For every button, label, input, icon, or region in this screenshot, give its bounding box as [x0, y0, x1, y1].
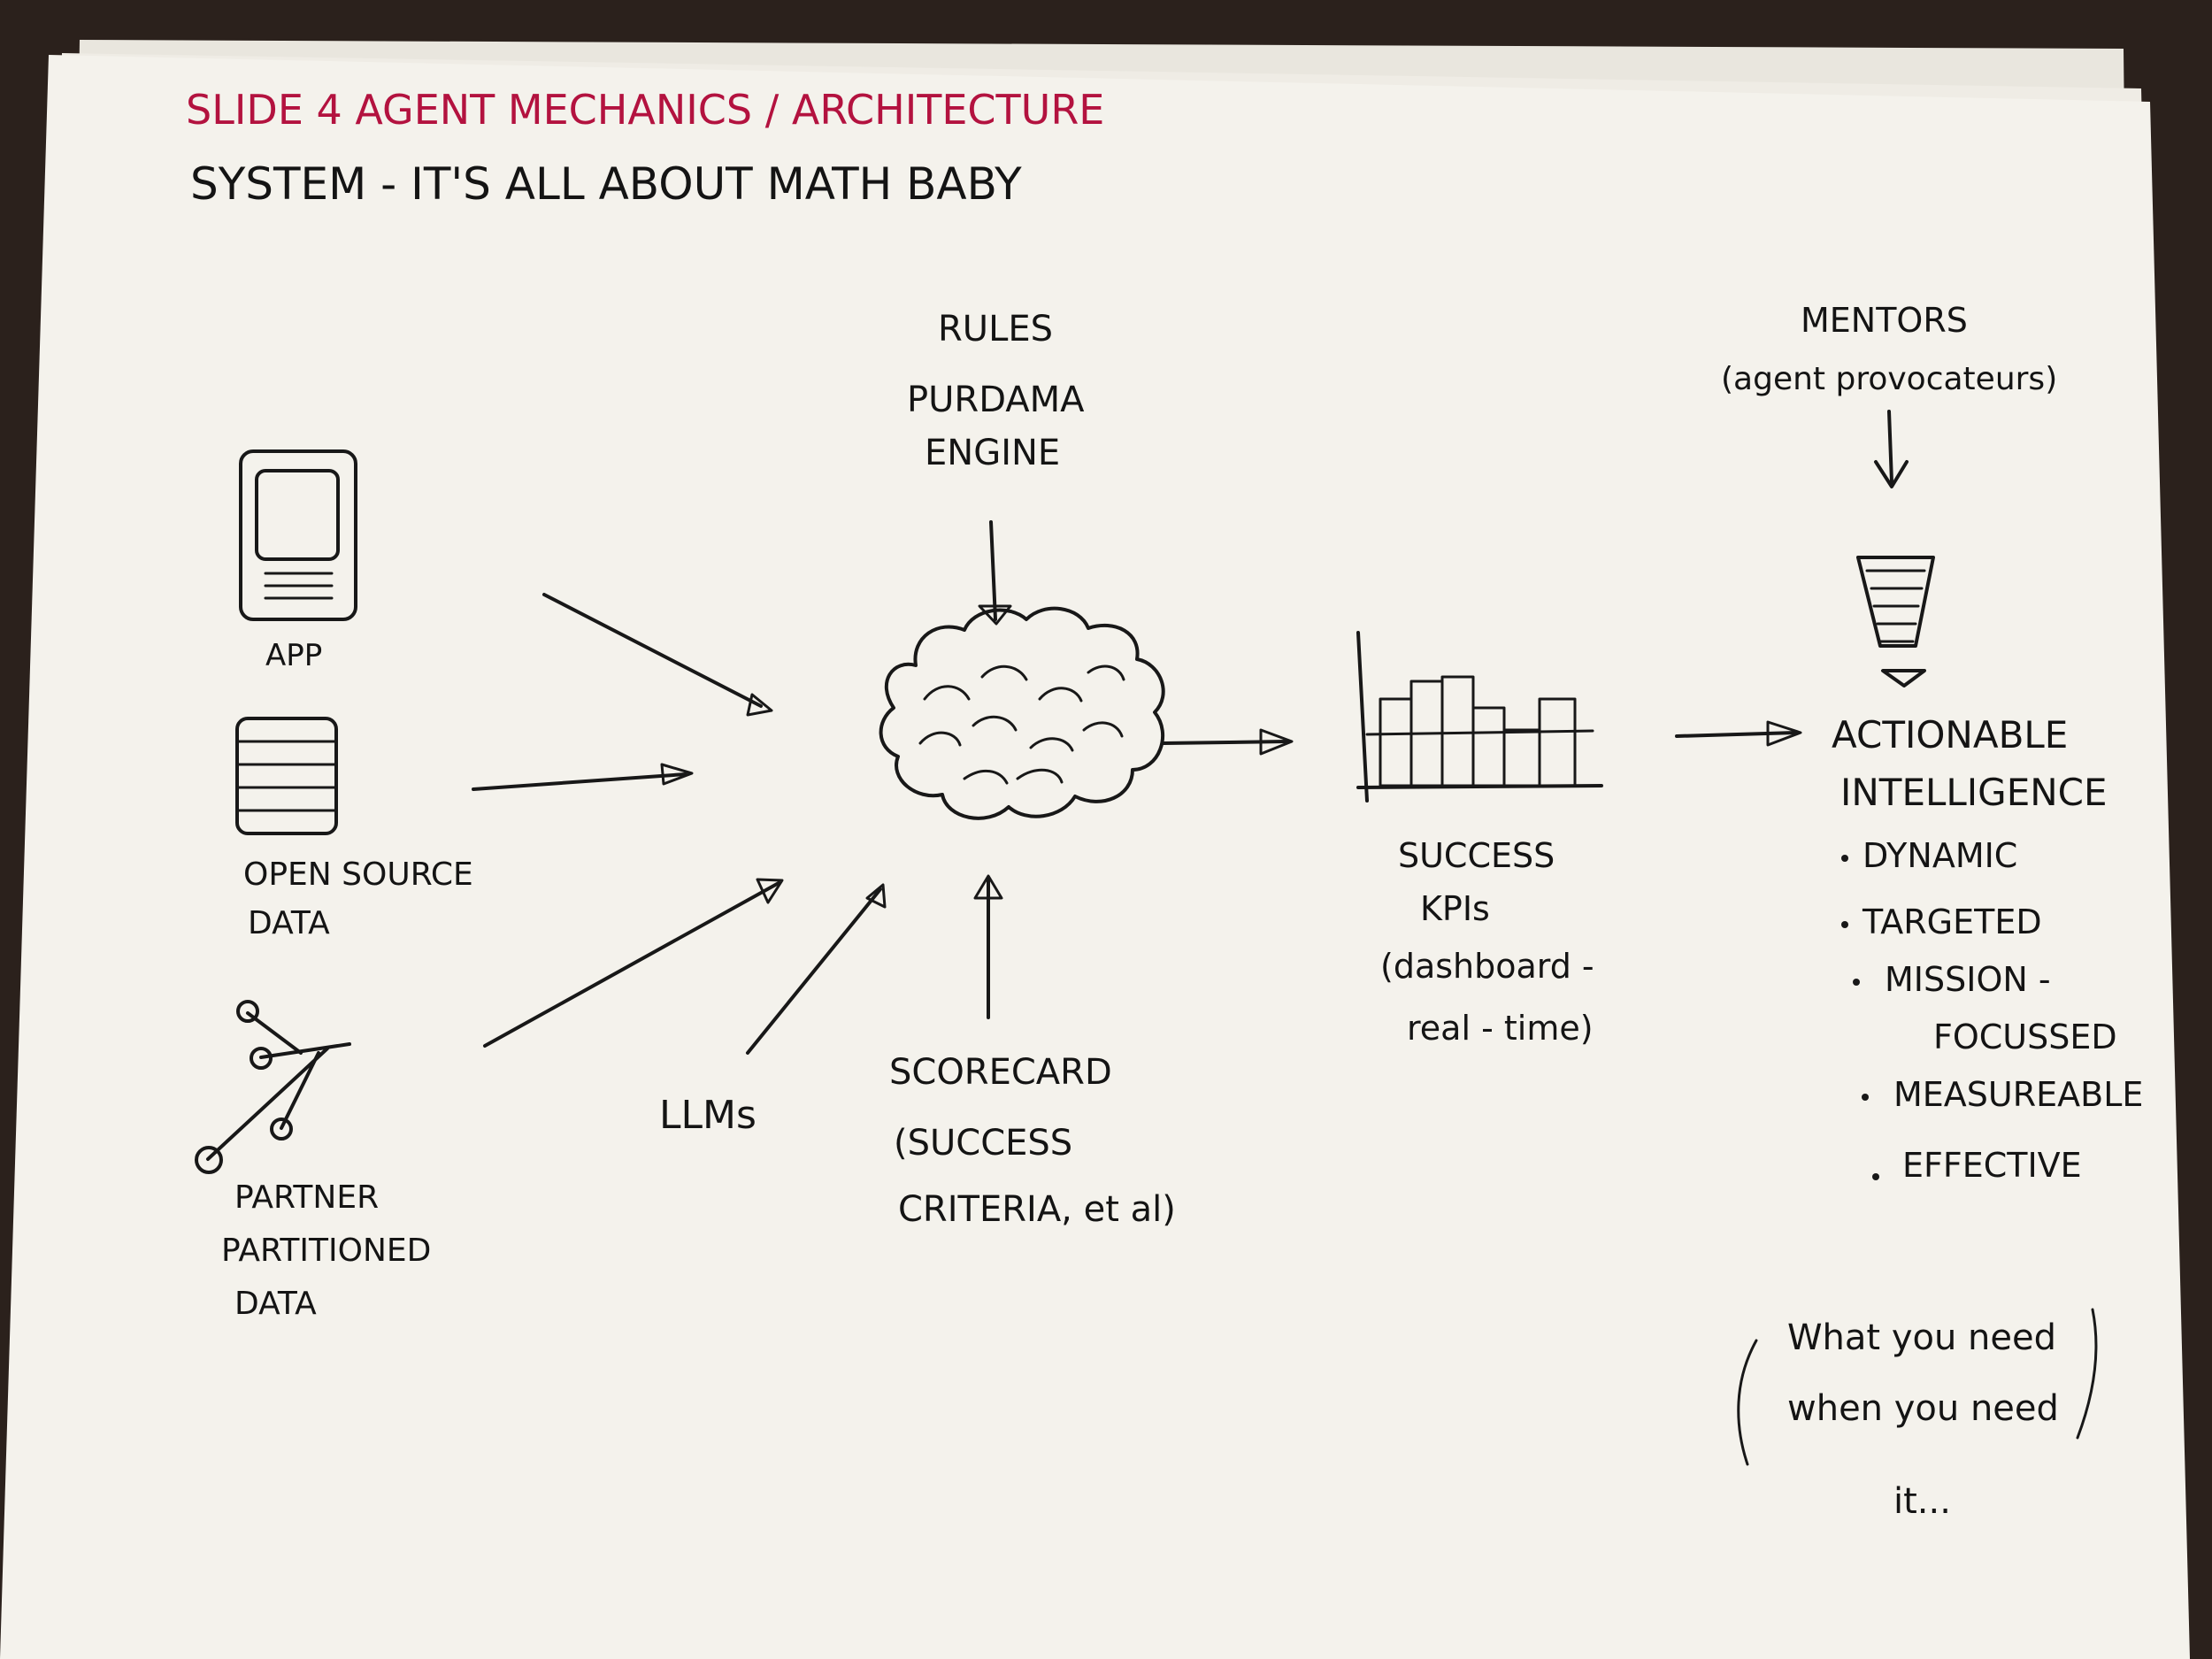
arrow-scorecard-to-brain [973, 874, 1003, 1019]
slide-heading: SLIDE 4 AGENT MECHANICS / ARCHITECTURE [186, 86, 1104, 134]
arrow-app-to-brain [542, 593, 773, 717]
open-source-label-2: DATA [248, 905, 330, 941]
funnel-icon [1856, 556, 1935, 687]
intelligence-label-2: INTELLIGENCE [1840, 771, 2108, 814]
intelligence-label-1: ACTIONABLE [1832, 713, 2068, 757]
scorecard-label-3: CRITERIA, et al) [898, 1189, 1176, 1230]
arrow-mentors-to-funnel [1874, 410, 1909, 488]
scorecard-label-2: (SUCCESS [894, 1123, 1072, 1164]
partner-label-1: PARTNER [234, 1179, 379, 1216]
arrow-partner-to-brain [483, 878, 784, 1048]
app-label: APP [265, 638, 322, 673]
brain-icon [879, 606, 1165, 820]
arrow-data-to-brain [472, 763, 694, 791]
database-icon [235, 717, 338, 835]
network-icon [195, 1000, 351, 1174]
kpis-label-2: KPIs [1420, 889, 1490, 928]
kpis-label-3: (dashboard - [1380, 947, 1594, 986]
llms-label: LLMs [659, 1093, 757, 1138]
arrow-dashboard-to-intelligence [1675, 720, 1802, 747]
mentors-label-1: MENTORS [1801, 301, 1968, 340]
bullet-focussed: FOCUSSED [1933, 1018, 2117, 1056]
bullet-mission: MISSION - [1885, 960, 2051, 999]
paper-sheet-front [0, 55, 2190, 1659]
note-line-3: it... [1893, 1481, 1951, 1522]
bullet-dynamic: DYNAMIC [1863, 836, 2017, 875]
bullet-targeted: TARGETED [1862, 902, 2042, 941]
arrow-brain-to-dashboard [1162, 728, 1294, 756]
partner-label-2: PARTITIONED [221, 1233, 431, 1269]
rules-label-3: ENGINE [925, 433, 1060, 473]
open-source-label-1: OPEN SOURCE [243, 856, 473, 893]
rules-label-2: PURDAMA [907, 380, 1085, 420]
intelligence-bullet-list: DYNAMIC TARGETED MISSION - FOCUSSED MEAS… [1841, 836, 2143, 1185]
note-bracket [1737, 1308, 2098, 1466]
note-line-2: when you need [1787, 1388, 2059, 1429]
arrow-rules-to-brain [978, 520, 1012, 626]
bullet-effective: EFFECTIVE [1902, 1146, 2082, 1185]
bullet-measureable: MEASUREABLE [1893, 1075, 2143, 1114]
kpis-label-1: SUCCESS [1398, 836, 1555, 875]
scorecard-label-1: SCORECARD [889, 1052, 1112, 1093]
mentors-label-2: (agent provocateurs) [1721, 361, 2057, 397]
dashboard-chart-icon [1356, 631, 1603, 803]
kpis-label-4: real - time) [1407, 1009, 1594, 1048]
phone-icon [239, 449, 357, 621]
system-subtitle: SYSTEM - IT'S ALL ABOUT MATH BABY [190, 158, 1022, 210]
partner-label-3: DATA [234, 1286, 317, 1322]
note-line-1: What you need [1787, 1317, 2056, 1358]
arrow-llms-to-brain [746, 883, 887, 1055]
rules-label-1: RULES [938, 309, 1053, 349]
